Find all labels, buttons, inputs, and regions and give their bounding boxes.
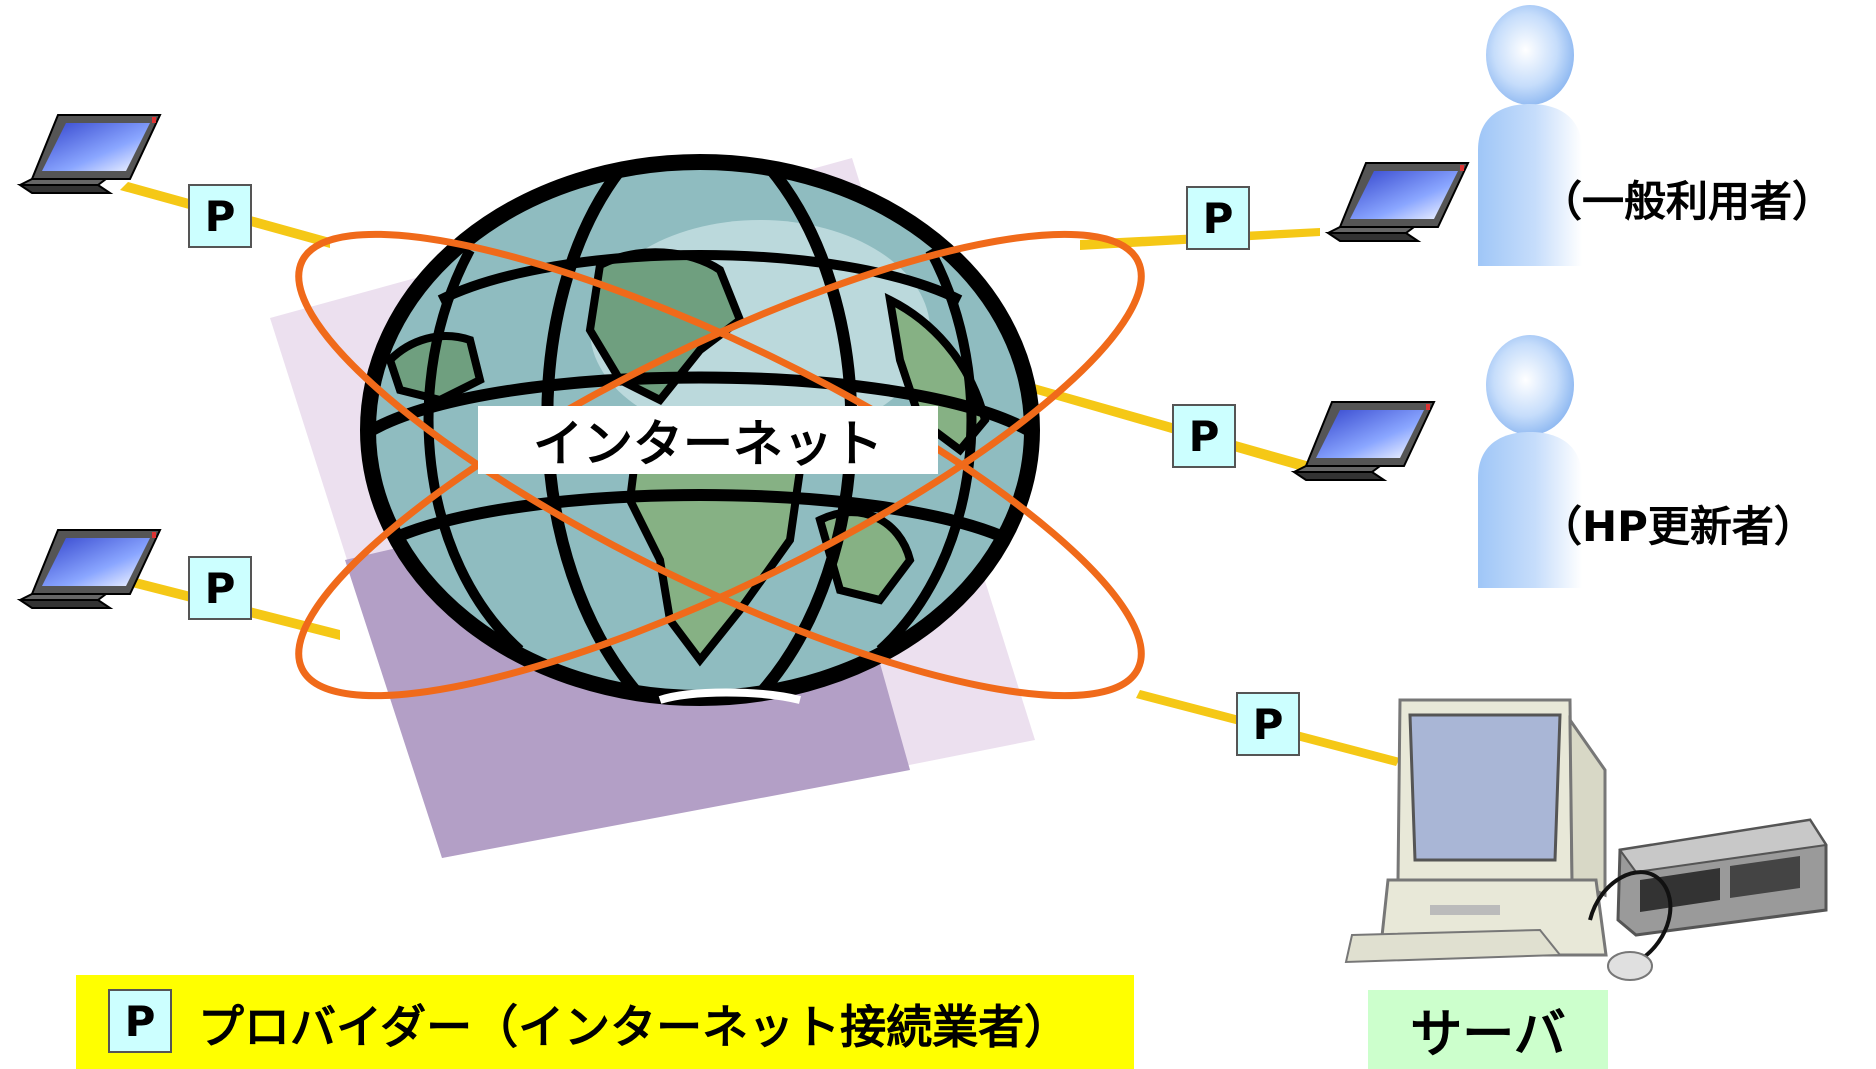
person-icon — [1478, 335, 1582, 588]
internet-label: インターネット — [478, 406, 938, 474]
laptop-icon — [1293, 401, 1435, 481]
server-icon — [1344, 698, 1828, 981]
provider-box: P — [1172, 404, 1236, 468]
laptop-icon — [19, 529, 161, 609]
legend: P プロバイダー（インターネット接続業者） — [76, 975, 1134, 1069]
provider-box: P — [188, 184, 252, 248]
server-label: サーバ — [1368, 990, 1608, 1069]
person-icon — [1478, 5, 1582, 266]
provider-box: P — [188, 556, 252, 620]
laptop-icon — [1327, 162, 1469, 242]
provider-box: P — [1186, 186, 1250, 250]
legend-text: プロバイダー（インターネット接続業者） — [198, 1000, 1071, 1054]
provider-box: P — [1236, 692, 1300, 756]
user-hp-label: （HP更新者） — [1540, 502, 1816, 551]
user-general-label: （一般利用者） — [1540, 177, 1835, 226]
orbit-rings — [295, 230, 1145, 700]
laptop-icon — [19, 114, 161, 194]
legend-provider-box: P — [108, 989, 172, 1053]
